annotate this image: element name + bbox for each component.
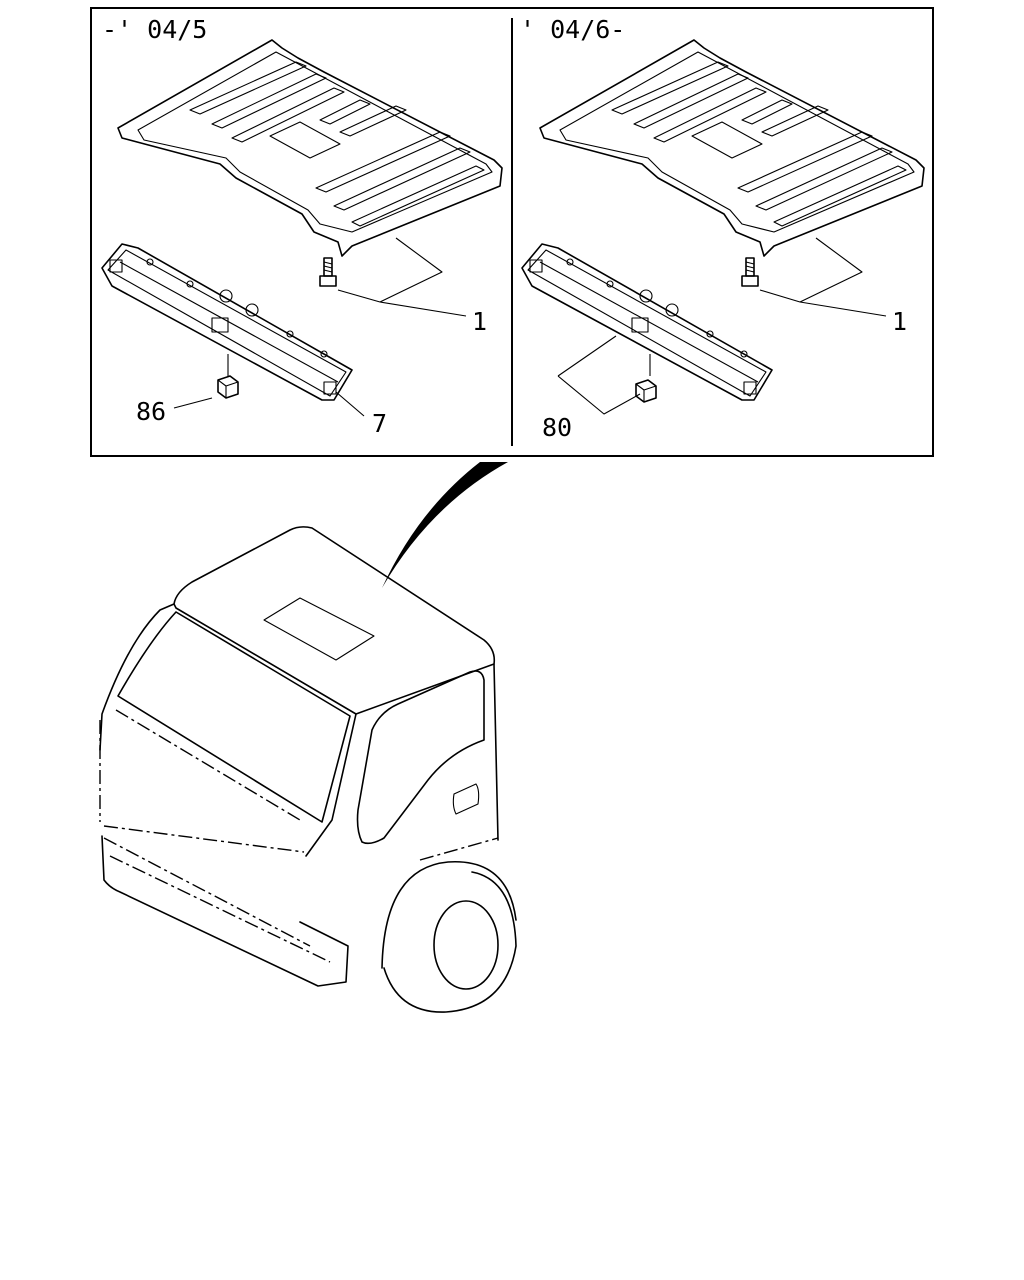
leader-line bbox=[337, 237, 467, 317]
callout-1-left: 1 bbox=[472, 307, 487, 336]
left-period-label: -' 04/5 bbox=[102, 15, 207, 44]
callout-86: 86 bbox=[136, 397, 166, 426]
clip-icon bbox=[635, 379, 657, 403]
callout-80: 80 bbox=[542, 413, 572, 442]
left-panel: -' 04/5 1 86 7 bbox=[101, 15, 503, 438]
leader-line bbox=[335, 391, 365, 417]
pointer-arrow bbox=[382, 462, 508, 588]
right-panel: ' 04/6- 1 80 bbox=[520, 15, 925, 442]
roof-lining-panel-icon bbox=[539, 39, 925, 257]
callout-7: 7 bbox=[372, 409, 387, 438]
screw-icon bbox=[319, 257, 337, 287]
diagram-frame bbox=[90, 7, 934, 457]
clip-icon bbox=[217, 375, 239, 399]
screw-icon bbox=[741, 257, 759, 287]
leader-line bbox=[759, 237, 887, 317]
leader-line bbox=[173, 397, 213, 409]
roof-lining-panel-icon bbox=[117, 39, 503, 257]
right-period-label: ' 04/6- bbox=[520, 15, 625, 44]
callout-1-right: 1 bbox=[892, 307, 907, 336]
leader-line bbox=[557, 335, 641, 415]
truck-cab-icon bbox=[99, 526, 517, 1013]
